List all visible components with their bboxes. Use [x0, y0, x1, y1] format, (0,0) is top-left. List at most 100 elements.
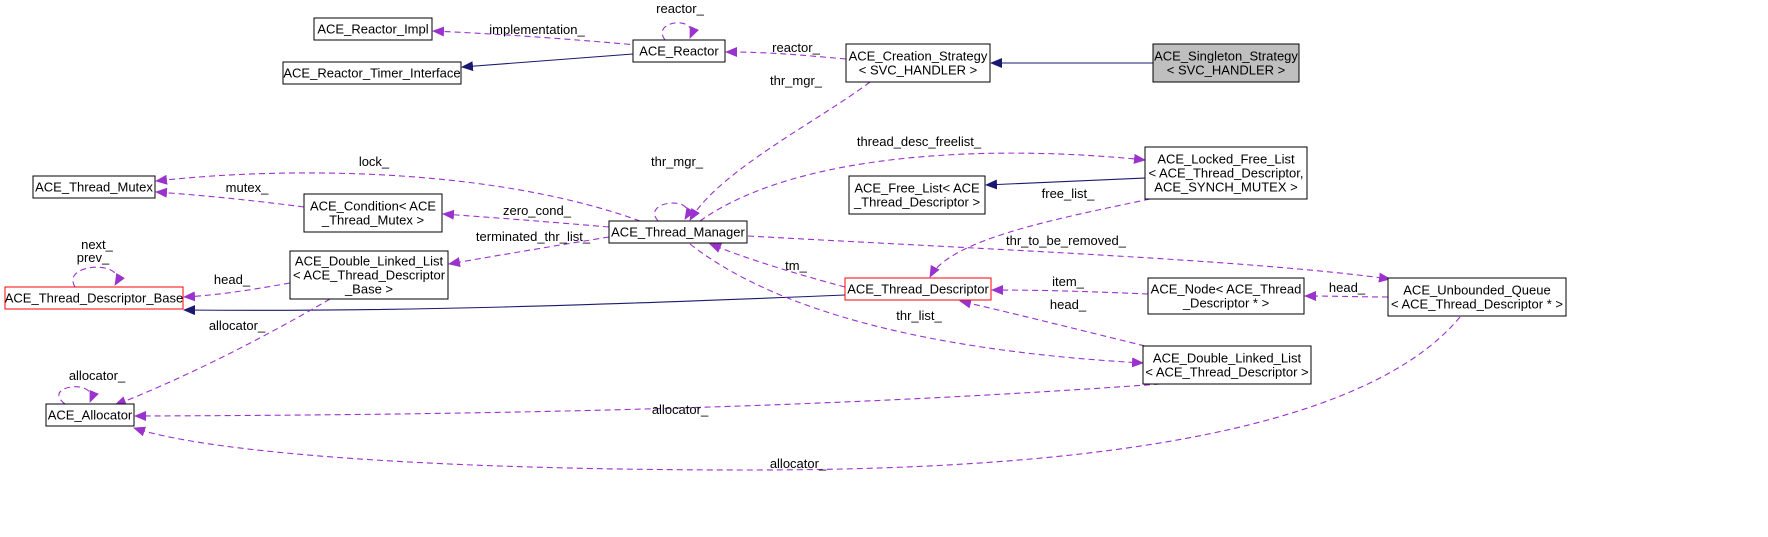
class-name-line: _Base > [344, 282, 393, 297]
class-node-td-base[interactable]: ACE_Thread_Descriptor_Base [4, 286, 184, 310]
edge-label: reactor_ [772, 40, 820, 55]
edge-td-base-inherit [183, 294, 846, 316]
class-node-thread-mutex[interactable]: ACE_Thread_Mutex [32, 175, 156, 199]
class-node-thread-manager[interactable]: ACE_Thread_Manager [608, 220, 748, 244]
class-name-line: ACE_Node< ACE_Thread [1151, 282, 1302, 297]
class-node-free-list[interactable]: ACE_Free_List< ACE_Thread_Descriptor > [848, 175, 986, 215]
class-box[interactable] [282, 61, 462, 85]
class-name-line: ACE_Double_Linked_List [1153, 351, 1302, 366]
edge-label: next_ [81, 237, 114, 252]
class-box[interactable] [848, 175, 986, 215]
class-box[interactable] [845, 43, 991, 83]
class-box[interactable] [303, 193, 443, 233]
edge-label: head_ [1050, 297, 1087, 312]
edge-label: thr_to_be_removed_ [1006, 233, 1127, 248]
class-name-line: < ACE_Thread_Descriptor * > [1391, 297, 1563, 312]
class-box[interactable] [1152, 43, 1300, 83]
usage-arrow-head-base [183, 282, 291, 302]
edge-reactor-use: reactor_ [725, 40, 847, 60]
edge-mutex: mutex_ [155, 180, 305, 208]
usage-arrow-free-list-use [929, 198, 1151, 278]
class-node-timer-interface[interactable]: ACE_Reactor_Timer_Interface [282, 61, 462, 85]
class-box[interactable] [32, 175, 156, 199]
edge-label: tm_ [785, 258, 807, 273]
edge-label: terminated_thr_list_ [476, 229, 591, 244]
class-name-line: ACE_SYNCH_MUTEX > [1154, 180, 1297, 195]
edge-allocator-dll-base: allocator_ [114, 298, 331, 406]
edge-label: thr_list_ [896, 308, 942, 323]
class-box[interactable] [1142, 345, 1312, 385]
usage-arrow-implementation [432, 26, 661, 48]
class-node-reactor[interactable]: ACE_Reactor [632, 39, 726, 63]
class-node-locked-free-list[interactable]: ACE_Locked_Free_List< ACE_Thread_Descrip… [1144, 146, 1308, 200]
usage-arrow-reactor-use [725, 47, 847, 60]
usage-arrow-terminated-thr-list [448, 236, 610, 268]
edge-free-list-use: free_list_ [929, 186, 1151, 278]
usage-arrow-lock [155, 172, 641, 222]
edge-head-base: head_ [183, 272, 291, 302]
usage-arrow-thread-desc-freelist [699, 152, 1146, 222]
class-name-line: < SVC_HANDLER > [859, 63, 978, 78]
usage-arrow-zero-cond [442, 209, 610, 228]
edge-next-prev: next_prev_ [72, 237, 125, 288]
class-box[interactable] [608, 220, 748, 244]
inheritance-arrow-free-list-inherit [985, 177, 1146, 190]
edge-label: thr_mgr_ [770, 73, 823, 88]
class-box[interactable] [844, 277, 992, 301]
edge-allocator-self: allocator_ [58, 368, 126, 405]
class-name-line: < ACE_Thread_Descriptor > [1145, 365, 1308, 380]
class-name-line: ACE_Reactor [639, 44, 719, 59]
class-node-dll-td[interactable]: ACE_Double_Linked_List< ACE_Thread_Descr… [1142, 345, 1312, 385]
class-box[interactable] [313, 17, 433, 41]
edge-label: mutex_ [226, 180, 269, 195]
class-box[interactable] [4, 286, 184, 310]
usage-arrow-allocator-dll-td [134, 383, 1161, 421]
class-node-condition[interactable]: ACE_Condition< ACE_Thread_Mutex > [303, 193, 443, 233]
usage-arrow-reactor-self [661, 22, 699, 41]
class-name-line: ACE_Double_Linked_List [295, 254, 444, 269]
edge-label: allocator_ [652, 402, 709, 417]
class-node-creation-strategy[interactable]: ACE_Creation_Strategy< SVC_HANDLER > [845, 43, 991, 83]
edge-thr-to-be-removed: thr_to_be_removed_ [747, 233, 1391, 283]
class-node-node[interactable]: ACE_Node< ACE_Thread_Descriptor * > [1147, 277, 1305, 315]
class-box[interactable] [45, 403, 135, 427]
edge-allocator-dll-td: allocator_ [134, 383, 1161, 421]
usage-arrow-thr-list [689, 243, 1144, 368]
class-box[interactable] [1144, 146, 1308, 200]
usage-arrow-allocator-queue [133, 316, 1461, 471]
edge-label: lock_ [359, 154, 390, 169]
class-name-line: < ACE_Thread_Descriptor [293, 268, 446, 283]
class-node-allocator[interactable]: ACE_Allocator [45, 403, 135, 427]
class-name-line: ACE_Thread_Descriptor_Base [5, 291, 183, 306]
edge-allocator-queue: allocator_ [133, 316, 1461, 471]
edge-head-td: head_ [959, 297, 1146, 347]
edge-label: allocator_ [770, 456, 827, 471]
edge-label: head_ [1329, 280, 1366, 295]
edge-label: item_ [1052, 274, 1085, 289]
edge-thread-desc-freelist: thread_desc_freelist_ [699, 134, 1146, 222]
usage-arrow-allocator-dll-base [114, 298, 331, 406]
class-box[interactable] [289, 250, 449, 300]
class-node-reactor-impl[interactable]: ACE_Reactor_Impl [313, 17, 433, 41]
class-box[interactable] [1387, 277, 1567, 317]
class-node-dll-base[interactable]: ACE_Double_Linked_List< ACE_Thread_Descr… [289, 250, 449, 300]
class-name-line: ACE_Free_List< ACE [854, 181, 980, 196]
edge-free-list-inherit [985, 177, 1146, 190]
edge-label: allocator_ [209, 318, 266, 333]
usage-arrow-next-prev [72, 266, 125, 288]
class-name-line: < ACE_Thread_Descriptor, [1149, 166, 1304, 181]
class-node-thread-descriptor[interactable]: ACE_Thread_Descriptor [844, 277, 992, 301]
class-box[interactable] [1147, 277, 1305, 315]
class-name-line: ACE_Condition< ACE [310, 199, 436, 214]
edge-label: reactor_ [656, 1, 704, 16]
class-box[interactable] [632, 39, 726, 63]
edge-thr-mgr-creation: thr_mgr_ [689, 73, 871, 221]
edge-reactor-self: reactor_ [656, 1, 705, 41]
edge-head-node: head_ [1304, 280, 1389, 302]
edge-label: zero_cond_ [503, 203, 572, 218]
class-node-unbounded-queue[interactable]: ACE_Unbounded_Queue< ACE_Thread_Descript… [1387, 277, 1567, 317]
class-node-singleton-strategy[interactable]: ACE_Singleton_Strategy< SVC_HANDLER > [1152, 43, 1300, 83]
usage-arrow-item [991, 285, 1149, 296]
edge-label: head_ [214, 272, 251, 287]
